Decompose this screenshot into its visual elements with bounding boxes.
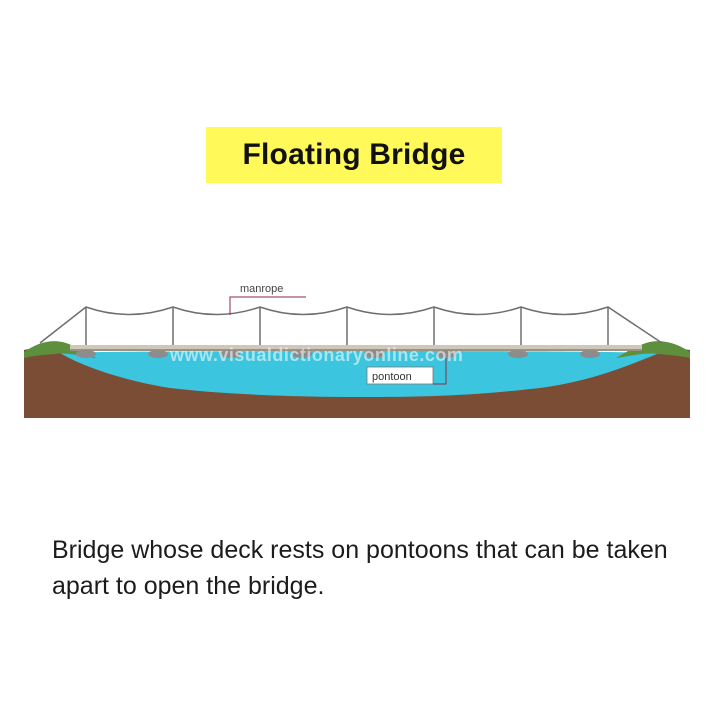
definition-caption: Bridge whose deck rests on pontoons that… [52,536,668,600]
right-bank-grass [616,341,690,358]
river-water [60,351,660,397]
pontoon [220,350,240,358]
pontoon [76,350,96,358]
pontoons [76,350,600,358]
bridge-deck-shadow [70,349,642,351]
pontoon [436,350,456,358]
watermark: www.visualdictionaryonline.com [169,345,463,365]
manrope-leader-line [229,296,306,315]
title-highlight: Floating Bridge [206,127,502,183]
pontoon [508,350,528,358]
manrope-posts [85,307,609,345]
pontoon-label: pontoon [372,371,412,383]
bridge-deck [70,345,642,349]
pontoon [364,350,384,358]
pontoon [148,350,168,358]
pontoon [292,350,312,358]
riverbank-ground [24,346,690,418]
manrope-cable [39,306,663,344]
page-title: Floating Bridge [242,138,466,171]
pontoon-label-box [366,366,434,385]
pontoon-leader-line [433,358,447,385]
manrope-label: manrope [240,283,283,295]
pontoon [580,350,600,358]
